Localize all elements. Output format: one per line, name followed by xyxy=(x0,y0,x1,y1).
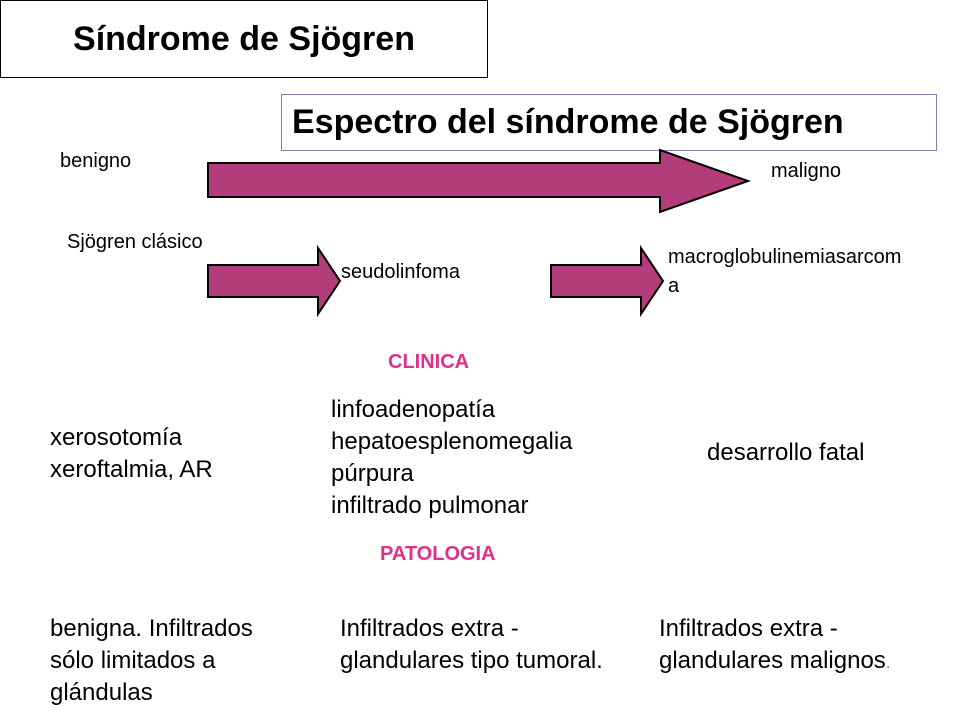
clinica-pseudolymphoma-column: linfoadenopatía hepatoesplenomegalia púr… xyxy=(331,394,573,522)
clinica-item: xeroftalmia, AR xyxy=(50,456,213,483)
patologia-item: benigna. Infiltrados xyxy=(50,615,253,642)
patologia-item: Infiltrados extra - xyxy=(659,615,838,642)
malignant-stage-line: a xyxy=(668,275,680,297)
subtitle-box xyxy=(281,94,937,151)
pseudolymphoma-label: seudolinfoma xyxy=(341,261,460,283)
clinica-classic-column: xerosotomía xeroftalmia, AR xyxy=(50,422,213,486)
title-box xyxy=(0,0,488,78)
page-title: Síndrome de Sjögren xyxy=(73,20,415,58)
classic-sjogren-label: Sjögren clásico xyxy=(67,231,203,253)
patologia-item: Infiltrados extra - xyxy=(340,615,519,642)
patologia-item: glándulas xyxy=(50,679,153,706)
spectrum-arrow xyxy=(207,148,752,214)
malignant-stage-line: macroglobulinemiasarcom xyxy=(668,246,902,268)
patologia-classic-column: benigna. Infiltrados sólo limitados a gl… xyxy=(50,613,253,709)
patologia-item: glandulares malignos. xyxy=(659,645,890,680)
clinica-heading: CLINICA xyxy=(388,351,470,373)
diagram-subtitle: Espectro del síndrome de Sjögren xyxy=(292,103,844,141)
clinica-item: infiltrado pulmonar xyxy=(331,492,529,519)
benign-label: benigno xyxy=(60,150,132,172)
patologia-pseudolymphoma-column: Infiltrados extra - glandulares tipo tum… xyxy=(340,613,603,677)
clinica-item: xerosotomía xyxy=(50,424,183,451)
patologia-item: glandulares tipo tumoral. xyxy=(340,647,603,674)
clinica-item: hepatoesplenomegalia xyxy=(331,428,573,455)
clinica-malignant-column: desarrollo fatal xyxy=(707,437,864,469)
patologia-malignant-column: Infiltrados extra - glandulares malignos… xyxy=(659,613,890,680)
clinica-item: púrpura xyxy=(331,460,414,487)
classic-to-pseudolymphoma-arrow xyxy=(207,244,342,318)
clinica-item: linfoadenopatía xyxy=(331,396,496,423)
trailing-dot: . xyxy=(885,655,891,672)
patologia-item: sólo limitados a xyxy=(50,647,216,674)
clinica-item: desarrollo fatal xyxy=(707,439,865,466)
malignant-stage-label: macroglobulinemiasarcom a xyxy=(668,243,901,301)
patologia-item-text: glandulares malignos xyxy=(659,647,886,674)
patologia-heading: PATOLOGIA xyxy=(380,543,496,565)
pseudolymphoma-to-malignant-arrow xyxy=(550,244,665,318)
malignant-label: maligno xyxy=(771,160,842,182)
